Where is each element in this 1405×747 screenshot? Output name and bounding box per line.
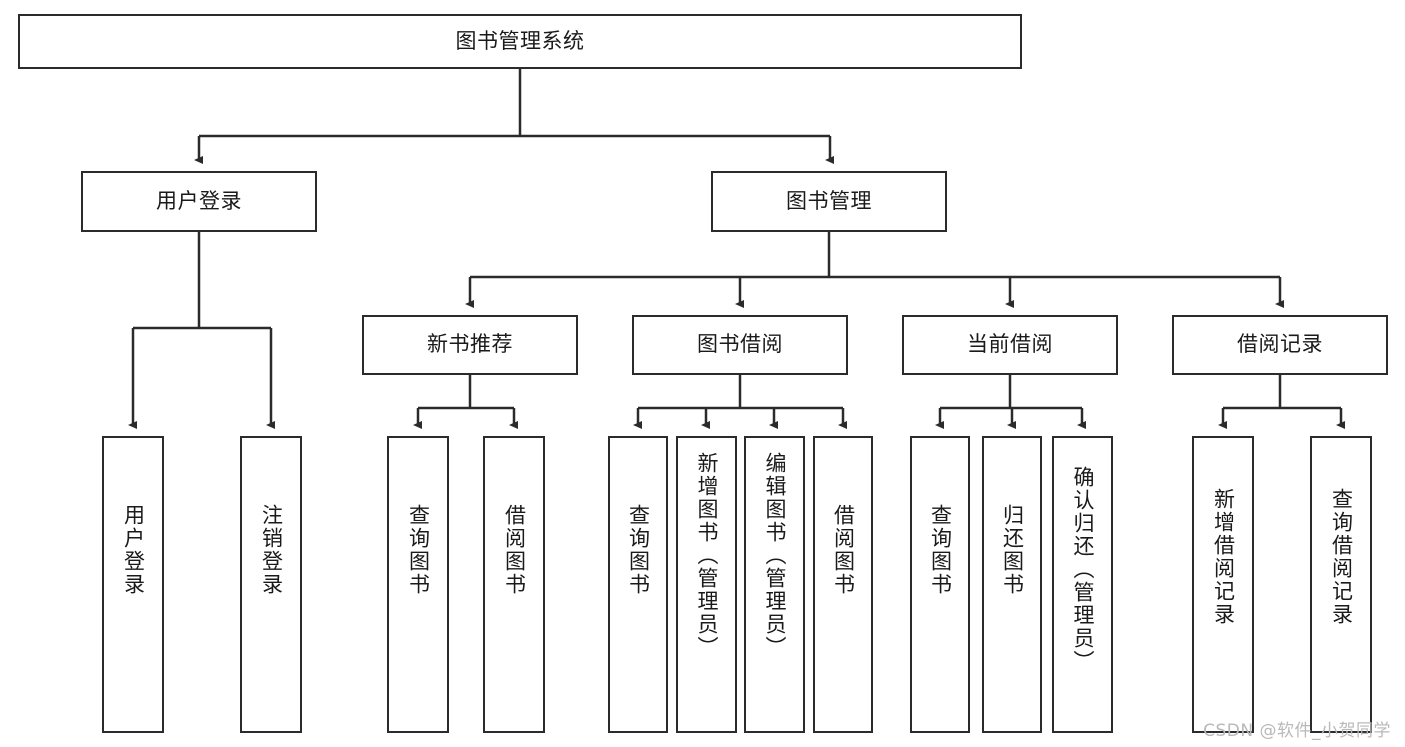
node-new-book-recommend-label: 新书推荐 (427, 332, 513, 357)
leaf-add-book-admin[interactable]: 新增图书（管理员） (676, 436, 737, 733)
node-root-label: 图书管理系统 (455, 28, 585, 53)
leaf-query-book-borrow[interactable]: 查询图书 (608, 436, 668, 733)
leaf-user-login[interactable]: 用户登录 (102, 436, 164, 733)
leaf-query-book-borrow-label: 查询图书 (626, 504, 651, 596)
leaf-borrow-book[interactable]: 借阅图书 (813, 436, 873, 733)
leaf-query-borrow-record-label: 查询借阅记录 (1329, 488, 1354, 626)
leaf-confirm-return-admin[interactable]: 确认归还（管理员） (1052, 436, 1113, 733)
leaf-logout-login[interactable]: 注销登录 (240, 436, 302, 733)
leaf-add-borrow-record-label: 新增借阅记录 (1211, 488, 1236, 626)
leaf-query-book-newbook[interactable]: 查询图书 (387, 436, 449, 733)
leaf-edit-book-admin[interactable]: 编辑图书（管理员） (744, 436, 805, 733)
leaf-confirm-return-admin-label: 确认归还（管理员） (1071, 466, 1096, 673)
leaf-logout-login-label: 注销登录 (259, 504, 284, 596)
node-book-borrow-label: 图书借阅 (697, 332, 783, 357)
leaf-edit-book-admin-label: 编辑图书（管理员） (763, 452, 788, 659)
node-book-management[interactable]: 图书管理 (711, 171, 947, 232)
node-new-book-recommend[interactable]: 新书推荐 (362, 315, 578, 375)
leaf-query-borrow-record[interactable]: 查询借阅记录 (1310, 436, 1372, 733)
leaf-query-book-current-label: 查询图书 (928, 504, 953, 596)
leaf-add-borrow-record[interactable]: 新增借阅记录 (1192, 436, 1254, 733)
leaf-borrow-book-newbook-label: 借阅图书 (502, 504, 527, 596)
leaf-borrow-book-label: 借阅图书 (831, 504, 856, 596)
leaf-return-book[interactable]: 归还图书 (982, 436, 1042, 733)
node-borrow-record[interactable]: 借阅记录 (1172, 315, 1388, 375)
node-current-borrow-label: 当前借阅 (967, 332, 1053, 357)
leaf-add-book-admin-label: 新增图书（管理员） (695, 452, 720, 659)
node-current-borrow[interactable]: 当前借阅 (902, 315, 1118, 375)
watermark-text: CSDN @软件_小贺同学 (1203, 721, 1391, 741)
leaf-query-book-current[interactable]: 查询图书 (910, 436, 970, 733)
node-book-borrow[interactable]: 图书借阅 (632, 315, 848, 375)
leaf-return-book-label: 归还图书 (1000, 504, 1025, 596)
node-book-management-label: 图书管理 (786, 188, 872, 213)
node-root[interactable]: 图书管理系统 (18, 14, 1022, 69)
leaf-user-login-label: 用户登录 (121, 504, 146, 596)
leaf-query-book-newbook-label: 查询图书 (406, 504, 431, 596)
node-borrow-record-label: 借阅记录 (1237, 332, 1323, 357)
leaf-borrow-book-newbook[interactable]: 借阅图书 (483, 436, 545, 733)
node-user-login-label: 用户登录 (156, 188, 242, 213)
node-user-login[interactable]: 用户登录 (81, 171, 317, 232)
